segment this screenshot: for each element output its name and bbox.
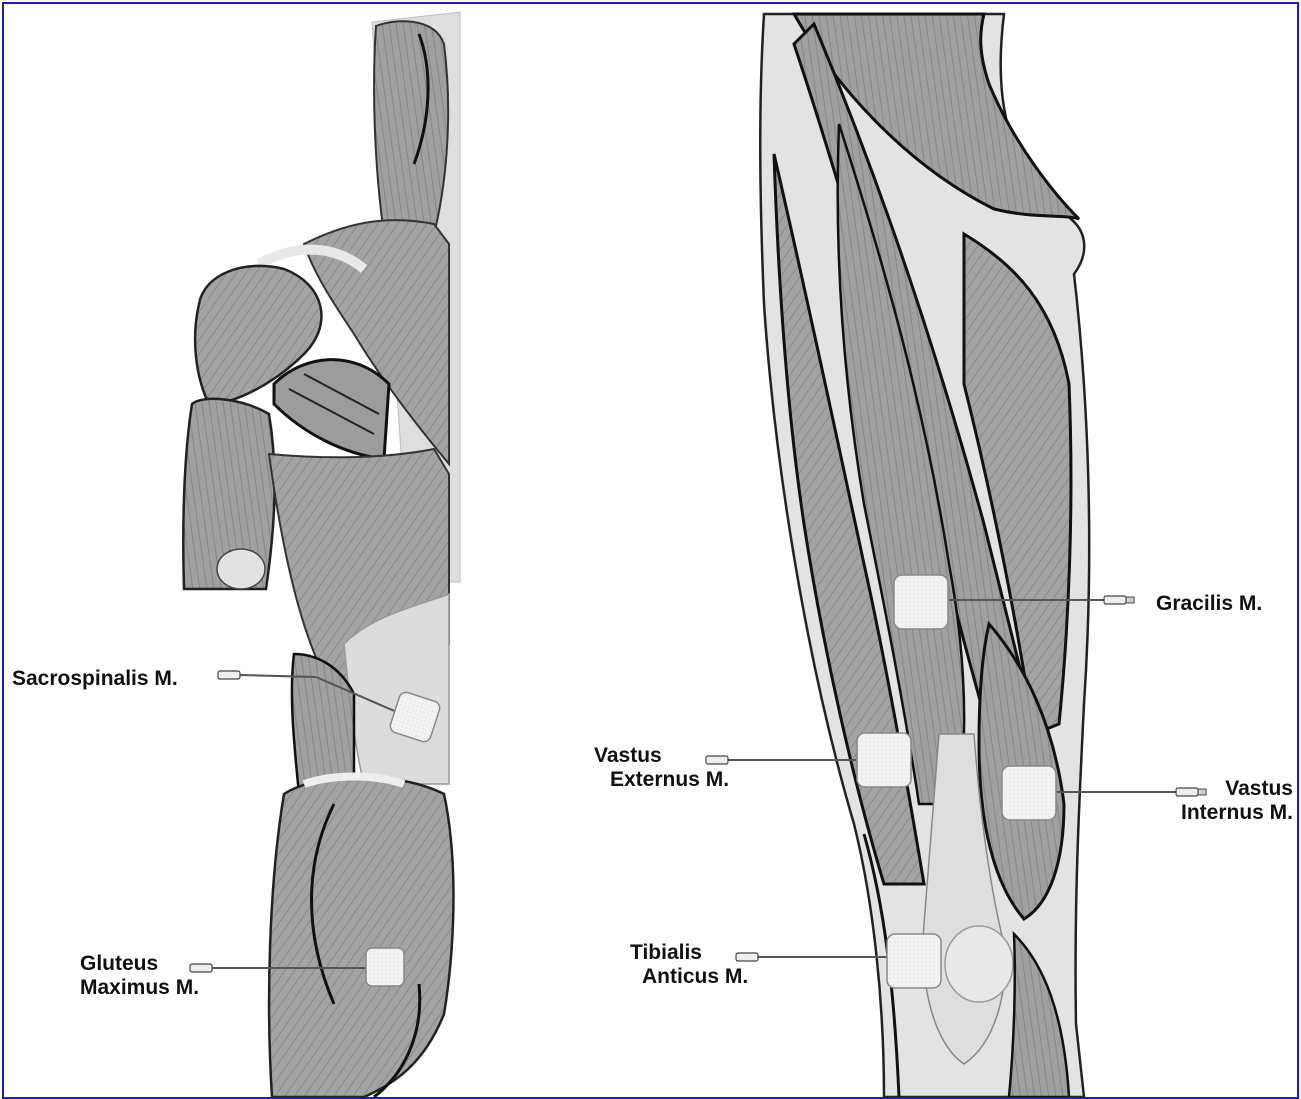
label-gluteus: Gluteus Maximus M. — [80, 952, 199, 1000]
gluteus-maximus — [269, 777, 453, 1097]
pad-tibialis — [887, 934, 941, 988]
label-gracilis: Gracilis M. — [1156, 592, 1262, 616]
neck-muscle — [374, 21, 448, 234]
label-vastus-externus-line1: Vastus — [594, 744, 729, 768]
pad-vastus-externus — [857, 733, 911, 787]
label-gluteus-line2: Maximus M. — [80, 976, 199, 1000]
label-tibialis-line1: Tibialis — [630, 941, 748, 965]
label-vastus-externus: Vastus Externus M. — [594, 744, 729, 792]
label-gluteus-line1: Gluteus — [80, 952, 199, 976]
label-vastus-externus-line2: Externus M. — [594, 768, 729, 792]
elbow — [217, 549, 265, 589]
label-vastus-internus-line2: Internus M. — [1181, 801, 1293, 825]
label-vastus-internus-line1: Vastus — [1181, 777, 1293, 801]
pad-vastus-internus — [1002, 766, 1056, 820]
label-tibialis: Tibialis Anticus M. — [630, 941, 748, 989]
label-tibialis-line2: Anticus M. — [630, 965, 748, 989]
pad-gluteus — [366, 948, 404, 986]
label-vastus-internus: Vastus Internus M. — [1181, 777, 1293, 825]
back-torso-figure — [183, 12, 460, 1097]
anatomy-illustration — [4, 4, 1297, 1097]
patella — [945, 926, 1013, 1002]
label-sacrospinalis: Sacrospinalis M. — [12, 667, 178, 691]
pad-gracilis — [894, 575, 948, 629]
